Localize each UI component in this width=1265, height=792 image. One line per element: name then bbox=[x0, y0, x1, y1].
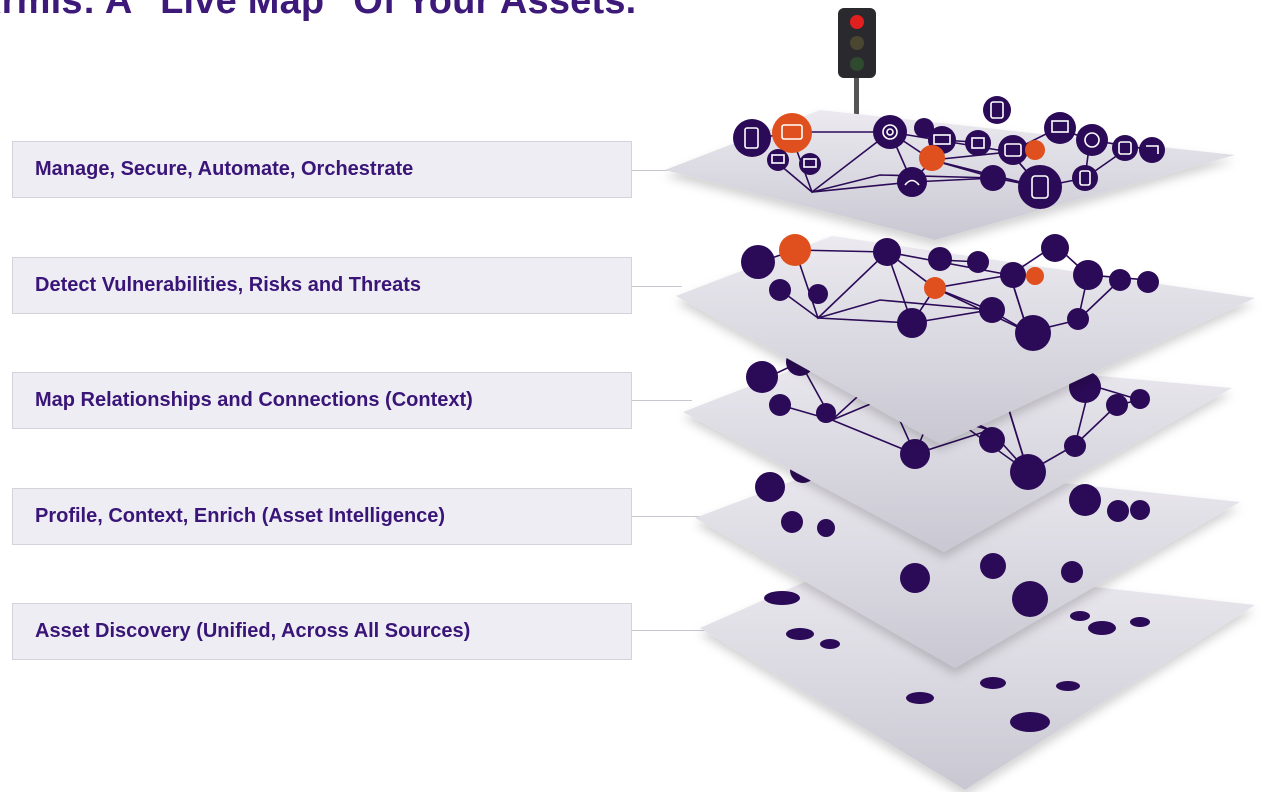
layer-label-text: Asset Discovery (Unified, Across All Sou… bbox=[35, 620, 471, 642]
layer-label-detect: Detect Vulnerabilities, Risks and Threat… bbox=[12, 257, 632, 314]
connector-line bbox=[632, 286, 682, 287]
layer-label-discovery: Asset Discovery (Unified, Across All Sou… bbox=[12, 603, 632, 660]
connector-line bbox=[632, 400, 692, 401]
layer-label-text: Detect Vulnerabilities, Risks and Threat… bbox=[35, 274, 422, 296]
layer-plane-discovery bbox=[700, 560, 1255, 790]
device-nodes bbox=[741, 234, 1159, 351]
page-title: Armis: A "Live Map" Of Your Assets. bbox=[0, 0, 637, 22]
layer-plane-manage bbox=[665, 96, 1235, 240]
layer-label-profile: Profile, Context, Enrich (Asset Intellig… bbox=[12, 488, 632, 545]
layer-label-text: Manage, Secure, Automate, Orchestrate bbox=[35, 158, 414, 180]
asset-dots bbox=[764, 591, 1150, 732]
layer-label-text: Profile, Context, Enrich (Asset Intellig… bbox=[35, 505, 446, 527]
connector-line bbox=[632, 630, 707, 631]
connector-line bbox=[632, 170, 682, 171]
device-nodes bbox=[755, 457, 1150, 617]
device-nodes bbox=[733, 96, 1165, 209]
device-glyphs bbox=[744, 101, 1159, 199]
layer-plane-profile bbox=[695, 457, 1240, 668]
connector-line bbox=[632, 516, 707, 517]
layer-plane-detect bbox=[676, 234, 1255, 444]
layer-label-text: Map Relationships and Connections (Conte… bbox=[35, 389, 473, 411]
layer-label-manage: Manage, Secure, Automate, Orchestrate bbox=[12, 141, 632, 198]
layer-label-map: Map Relationships and Connections (Conte… bbox=[12, 372, 632, 429]
